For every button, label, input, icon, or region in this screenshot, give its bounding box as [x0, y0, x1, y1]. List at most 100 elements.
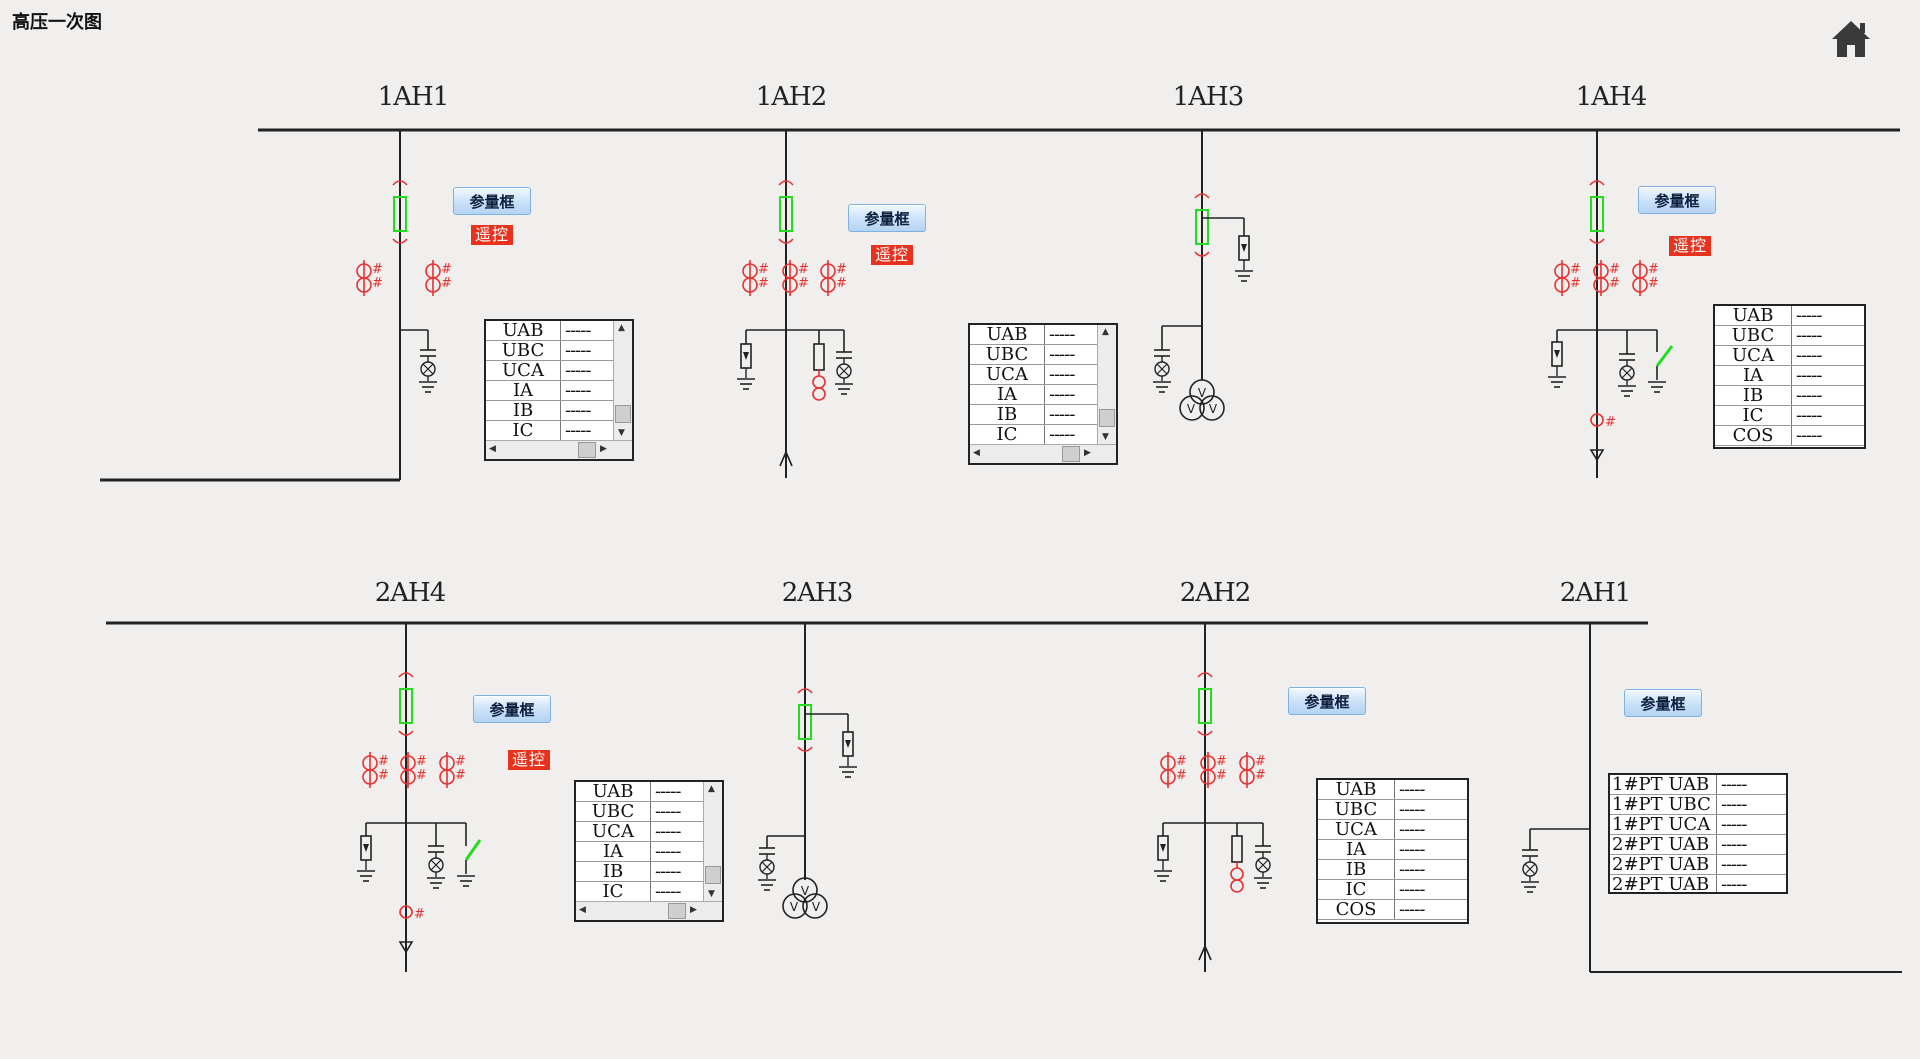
ct-marker: #: [1570, 262, 1581, 277]
scroll-down-icon[interactable]: ▼: [618, 428, 625, 438]
scroll-right-icon[interactable]: ▶: [1084, 448, 1091, 458]
ct-marker: #: [372, 276, 383, 291]
ct-marker: #: [378, 754, 389, 769]
vertical-scrollbar[interactable]: ▲ ▼: [703, 782, 722, 904]
scroll-thumb[interactable]: [615, 405, 631, 423]
scroll-left-icon[interactable]: ◀: [579, 905, 586, 915]
table-row: IA-----: [1318, 840, 1467, 860]
table-row: IC-----: [486, 421, 613, 441]
table-row: UBC-----: [486, 341, 613, 361]
ct-marker: #: [372, 262, 383, 277]
table-row: UAB-----: [970, 325, 1097, 345]
param-button-2AH4[interactable]: 参量框: [473, 695, 551, 723]
scroll-up-icon[interactable]: ▲: [618, 323, 625, 333]
table-row: 1#PT UCA-----: [1610, 815, 1786, 835]
table-row: IB-----: [486, 401, 613, 421]
table-row: IA-----: [486, 381, 613, 401]
table-row: IC-----: [970, 425, 1097, 445]
table-rows: 1#PT UAB----- 1#PT UBC----- 1#PT UCA----…: [1610, 775, 1786, 892]
scroll-left-icon[interactable]: ◀: [973, 448, 980, 458]
table-row: UAB-----: [1715, 306, 1864, 326]
home-button[interactable]: [1826, 14, 1876, 64]
feeder-1AH3: [1153, 130, 1253, 421]
ct-marker: #: [1176, 754, 1187, 769]
ct-marker: #: [1255, 754, 1266, 769]
vertical-scrollbar[interactable]: ▲ ▼: [613, 321, 632, 443]
remote-control-1AH4[interactable]: 遥控: [1669, 236, 1712, 256]
vertical-scrollbar[interactable]: ▲ ▼: [1097, 325, 1116, 447]
table-row: 2#PT UAB-----: [1610, 835, 1786, 855]
horizontal-scrollbar[interactable]: ◀ ▶: [970, 444, 1116, 463]
scroll-thumb[interactable]: [668, 903, 686, 919]
table-row: IC-----: [576, 882, 703, 902]
scroll-up-icon[interactable]: ▲: [708, 784, 715, 794]
panel-label-1AH1: 1AH1: [377, 82, 450, 112]
ct-marker: #: [416, 768, 427, 783]
panel-label-2AH2: 2AH2: [1179, 578, 1252, 608]
panel-label-1AH3: 1AH3: [1172, 82, 1245, 112]
panel-label-2AH1: 2AH1: [1559, 578, 1632, 608]
table-row: 2#PT UAB-----: [1610, 855, 1786, 875]
table-row: IB-----: [1715, 386, 1864, 406]
param-button-1AH4[interactable]: 参量框: [1638, 186, 1716, 214]
table-row: UBC-----: [1318, 800, 1467, 820]
measurement-table-2AH1: 1#PT UAB----- 1#PT UBC----- 1#PT UCA----…: [1608, 773, 1788, 894]
panel-label-1AH2: 1AH2: [755, 82, 828, 112]
ct-marker: #: [1176, 768, 1187, 783]
feeder-2AH2: [1154, 623, 1272, 972]
ct-marker: #: [416, 754, 427, 769]
table-row: 1#PT UBC-----: [1610, 795, 1786, 815]
param-button-2AH1[interactable]: 参量框: [1624, 689, 1702, 717]
remote-control-2AH4[interactable]: 遥控: [508, 750, 551, 770]
ct-marker: #: [1609, 276, 1620, 291]
table-row: IC-----: [1318, 880, 1467, 900]
measurement-table-1AH1[interactable]: UAB----- UBC----- UCA----- IA----- IB---…: [484, 319, 634, 461]
ct-marker: #: [455, 754, 466, 769]
table-row: 1#PT UAB-----: [1610, 775, 1786, 795]
scroll-thumb[interactable]: [1062, 446, 1080, 462]
ct-marker: #: [1570, 276, 1581, 291]
table-row: UBC-----: [576, 802, 703, 822]
ct-marker: #: [836, 276, 847, 291]
ct-marker: #: [378, 768, 389, 783]
ct-marker: #: [441, 276, 452, 291]
scroll-down-icon[interactable]: ▼: [708, 889, 715, 899]
param-button-2AH2[interactable]: 参量框: [1288, 687, 1366, 715]
param-button-1AH1[interactable]: 参量框: [453, 187, 531, 215]
remote-control-1AH1[interactable]: 遥控: [471, 225, 514, 245]
table-rows: UAB----- UBC----- UCA----- IA----- IB---…: [576, 782, 703, 902]
table-row: UBC-----: [1715, 326, 1864, 346]
feeder-1AH4: #: [1548, 130, 1674, 478]
remote-control-1AH2[interactable]: 遥控: [871, 245, 914, 265]
table-row: UCA-----: [970, 365, 1097, 385]
horizontal-scrollbar[interactable]: ◀ ▶: [486, 440, 632, 459]
scroll-thumb[interactable]: [1099, 409, 1115, 427]
scroll-up-icon[interactable]: ▲: [1102, 327, 1109, 337]
feeder-1AH1: [100, 130, 441, 482]
table-row: UCA-----: [576, 822, 703, 842]
scroll-thumb[interactable]: [705, 866, 721, 884]
home-icon: [1832, 21, 1870, 57]
table-row: UCA-----: [486, 361, 613, 381]
horizontal-scrollbar[interactable]: ◀ ▶: [576, 901, 722, 920]
feeder-2AH3: [758, 623, 857, 919]
measurement-table-1AH4: UAB----- UBC----- UCA----- IA----- IB---…: [1713, 304, 1866, 449]
scroll-down-icon[interactable]: ▼: [1102, 432, 1109, 442]
feeder-2AH1: [1521, 623, 1902, 973]
scroll-thumb[interactable]: [578, 442, 596, 458]
param-button-1AH2[interactable]: 参量框: [848, 204, 926, 232]
scroll-right-icon[interactable]: ▶: [600, 444, 607, 454]
scroll-left-icon[interactable]: ◀: [489, 444, 496, 454]
page-title: 高压一次图: [12, 12, 102, 33]
ct-marker: #: [455, 768, 466, 783]
table-rows: UAB----- UBC----- UCA----- IA----- IB---…: [1318, 780, 1467, 920]
table-row: IB-----: [970, 405, 1097, 425]
measurement-table-2AH4[interactable]: UAB----- UBC----- UCA----- IA----- IB---…: [574, 780, 724, 922]
table-row: IC-----: [1715, 406, 1864, 426]
svg-text:#: #: [414, 907, 425, 922]
table-row: 2#PT UAB-----: [1610, 875, 1786, 892]
ct-marker: #: [1216, 754, 1227, 769]
measurement-table-1AH2[interactable]: UAB----- UBC----- UCA----- IA----- IB---…: [968, 323, 1118, 465]
scroll-right-icon[interactable]: ▶: [690, 905, 697, 915]
